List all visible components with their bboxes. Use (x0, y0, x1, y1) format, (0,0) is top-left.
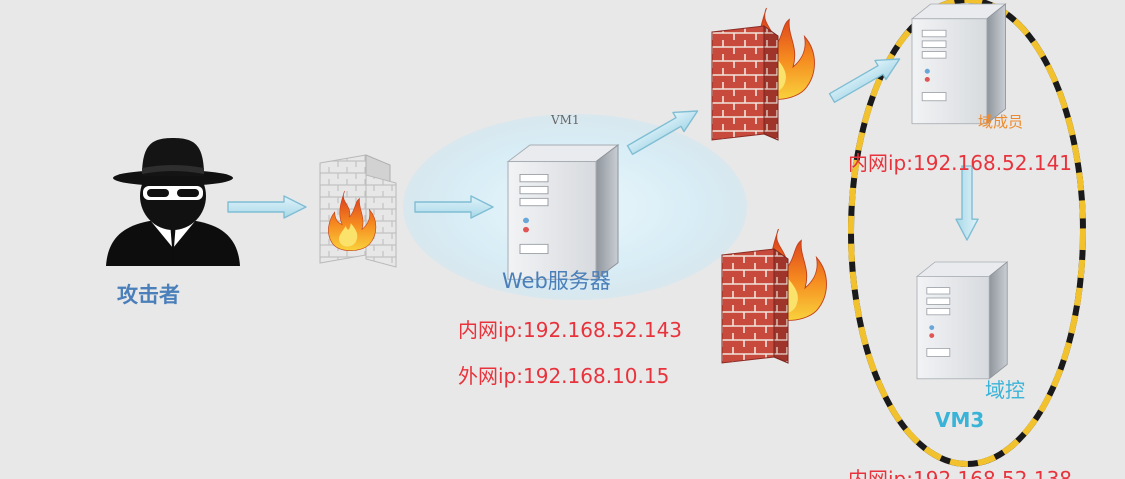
domain-member-label: 域成员 (978, 113, 1024, 131)
web-external-ip: 外网ip:192.168.10.15 (458, 364, 670, 388)
flow-arrow-icon (955, 165, 979, 241)
domain-boundary (848, 0, 1086, 467)
server-icon (916, 261, 1008, 380)
server-icon (911, 3, 1006, 125)
vm1-tag: VM1 (551, 113, 580, 127)
web-server-label: Web服务器 (502, 269, 611, 293)
hacker-icon (106, 138, 240, 266)
dc-internal-ip: 内网ip:192.168.52.138 (848, 467, 1073, 479)
attacker-label: 攻击者 (117, 283, 180, 307)
domain-controller-label: 域控 (985, 378, 1025, 402)
firewall-icon (721, 228, 827, 364)
member-internal-ip: 内网ip:192.168.52.141 (848, 151, 1073, 175)
vm3-tag: VM3 (935, 408, 985, 432)
flow-arrow-icon (227, 195, 307, 219)
firewall-icon (319, 154, 397, 268)
firewall-icon (711, 7, 815, 141)
server-icon (507, 144, 619, 280)
web-internal-ip: 内网ip:192.168.52.143 (458, 318, 683, 342)
